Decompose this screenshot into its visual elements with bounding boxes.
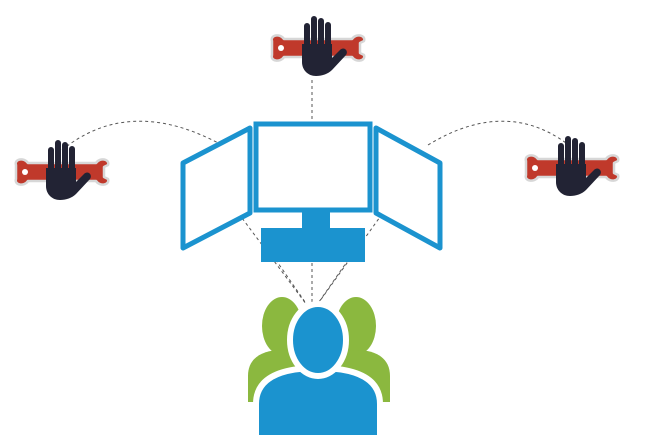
monitor-base bbox=[261, 228, 365, 262]
user-front bbox=[253, 301, 383, 441]
monitor-left-panel bbox=[180, 125, 253, 251]
monitor-neck bbox=[302, 210, 330, 228]
connector-right bbox=[427, 120, 576, 151]
user-group-icon bbox=[248, 297, 390, 441]
monitor-right-panel bbox=[373, 125, 443, 251]
connector-left bbox=[61, 120, 223, 151]
monitor-center-panel bbox=[253, 121, 373, 213]
hand-wrench-icon-left bbox=[14, 138, 110, 202]
triple-monitor-icon bbox=[180, 121, 443, 262]
hand-wrench-icon-top bbox=[270, 14, 366, 78]
hand-wrench-icon-right bbox=[524, 134, 620, 198]
